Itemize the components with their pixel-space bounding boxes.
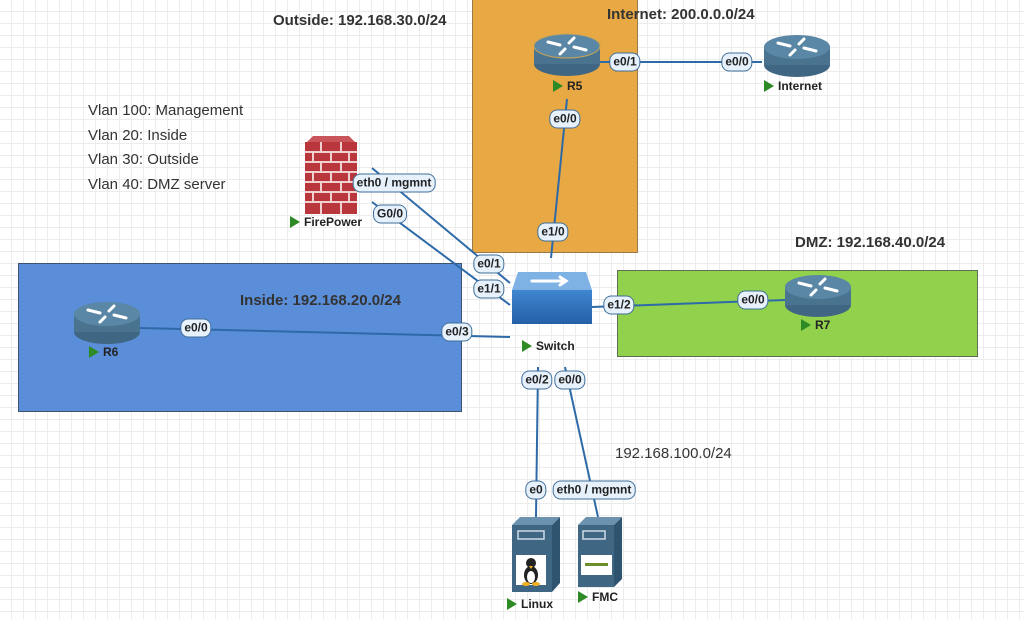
router-icon[interactable]	[783, 271, 853, 319]
port-firepower-eth0[interactable]: eth0 / mgmnt	[352, 173, 436, 193]
port-internet-e00[interactable]: e0/0	[721, 52, 753, 72]
router-icon[interactable]	[762, 31, 832, 79]
vlan-item: Vlan 30: Outside	[88, 151, 199, 168]
port-r6-e00[interactable]: e0/0	[180, 318, 212, 338]
router-icon[interactable]	[72, 298, 142, 346]
port-fmc-eth0[interactable]: eth0 / mgmnt	[552, 480, 636, 500]
outside-zone-title: Outside: 192.168.30.0/24	[273, 12, 447, 29]
server-icon[interactable]	[576, 517, 624, 587]
switch-icon[interactable]	[512, 272, 592, 324]
device-label-internet[interactable]: Internet	[764, 79, 822, 93]
device-label-r5[interactable]: R5	[553, 79, 582, 93]
running-status-icon	[522, 340, 532, 352]
device-label-firepower[interactable]: FirePower	[290, 215, 362, 229]
port-switch-e11[interactable]: e1/1	[473, 279, 505, 299]
device-label-r7[interactable]: R7	[801, 318, 830, 332]
port-switch-e10[interactable]: e1/0	[537, 222, 569, 242]
router-icon[interactable]	[532, 30, 602, 78]
port-firepower-g00[interactable]: G0/0	[372, 204, 408, 224]
management-subnet-label: 192.168.100.0/24	[615, 445, 732, 462]
server-icon[interactable]	[510, 517, 562, 592]
running-status-icon	[290, 216, 300, 228]
firewall-icon[interactable]	[303, 136, 358, 214]
inside-zone-title: Inside: 192.168.20.0/24	[240, 292, 401, 309]
vlan-legend: Vlan 100: Management Vlan 20: Inside Vla…	[88, 99, 243, 197]
device-label-r6[interactable]: R6	[89, 345, 118, 359]
port-switch-e02[interactable]: e0/2	[521, 370, 553, 390]
port-r5-e01[interactable]: e0/1	[609, 52, 641, 72]
internet-zone-title: Internet: 200.0.0.0/24	[607, 6, 755, 23]
running-status-icon	[507, 598, 517, 610]
running-status-icon	[764, 80, 774, 92]
running-status-icon	[578, 591, 588, 603]
device-label-linux[interactable]: Linux	[507, 597, 553, 611]
port-switch-e01[interactable]: e0/1	[473, 254, 505, 274]
running-status-icon	[801, 319, 811, 331]
port-linux-e0[interactable]: e0	[525, 480, 547, 500]
running-status-icon	[553, 80, 563, 92]
port-switch-e12[interactable]: e1/2	[603, 295, 635, 315]
port-switch-e03[interactable]: e0/3	[441, 322, 473, 342]
vlan-item: Vlan 20: Inside	[88, 126, 188, 144]
running-status-icon	[89, 346, 99, 358]
device-label-switch[interactable]: Switch	[522, 339, 575, 353]
vlan-item: Vlan 100: Management	[88, 102, 244, 119]
port-r7-e00[interactable]: e0/0	[737, 290, 769, 310]
port-switch-e00[interactable]: e0/0	[554, 370, 586, 390]
device-label-fmc[interactable]: FMC	[578, 590, 618, 604]
port-r5-e00[interactable]: e0/0	[549, 109, 581, 129]
vlan-item: Vlan 40: DMZ server	[88, 175, 226, 193]
dmz-zone-title: DMZ: 192.168.40.0/24	[795, 234, 946, 251]
